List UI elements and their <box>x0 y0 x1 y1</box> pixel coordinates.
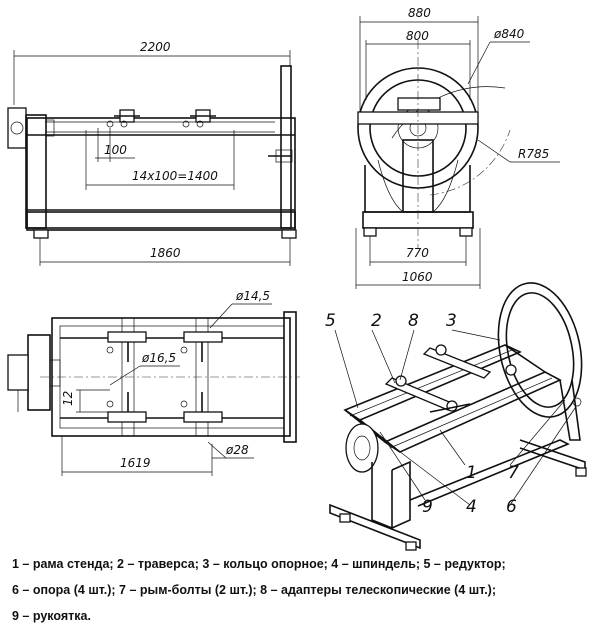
dim-side-traverse-range: 14x100=1400 <box>132 169 218 183</box>
callout-5: 5 <box>325 311 336 331</box>
callout-9: 9 <box>422 497 433 517</box>
callout-8: 8 <box>408 311 419 331</box>
isometric-view: 5 2 8 3 1 7 9 4 6 <box>325 282 587 551</box>
callout-6: 6 <box>506 497 517 517</box>
dim-front-base-outer: 1060 <box>402 270 433 284</box>
callout-1: 1 <box>466 463 477 483</box>
dim-front-base-inner: 770 <box>406 246 429 260</box>
technical-drawing: 2200 100 14x100=1400 1860 <box>7 6 587 551</box>
dim-top-adapter-diameter: ø28 <box>225 443 249 457</box>
dim-side-total-length: 2200 <box>140 40 171 54</box>
dim-front-width: 880 <box>408 6 431 20</box>
dim-front-inner-width: 800 <box>406 29 429 43</box>
callout-7: 7 <box>508 463 519 483</box>
dim-side-traverse-step: 100 <box>104 143 127 157</box>
front-view: 880 800 ø840 R785 770 1060 <box>355 6 560 289</box>
dim-top-length: 1619 <box>120 456 151 470</box>
dim-front-ring-diameter: ø840 <box>493 27 525 41</box>
dim-top-offset: 12 <box>61 391 75 406</box>
legend-line-3: 9 – рукоятка. <box>12 609 91 623</box>
dim-top-hole-diameter: ø14,5 <box>235 289 270 303</box>
legend-line-1: 1 – рама стенда; 2 – траверса; 3 – кольц… <box>12 557 506 571</box>
callout-3: 3 <box>446 311 457 331</box>
top-view: ø14,5 ø16,5 12 ø28 1619 <box>7 289 300 476</box>
dim-side-base-length: 1860 <box>150 246 181 260</box>
dim-top-spindle-diameter: ø16,5 <box>141 351 176 365</box>
callout-2: 2 <box>371 311 382 331</box>
callout-4: 4 <box>466 497 477 517</box>
legend-line-2: 6 – опора (4 шт.); 7 – рым-болты (2 шт.)… <box>12 583 496 597</box>
side-view: 2200 100 14x100=1400 1860 <box>7 40 297 266</box>
dim-front-ring-radius: R785 <box>518 147 549 161</box>
